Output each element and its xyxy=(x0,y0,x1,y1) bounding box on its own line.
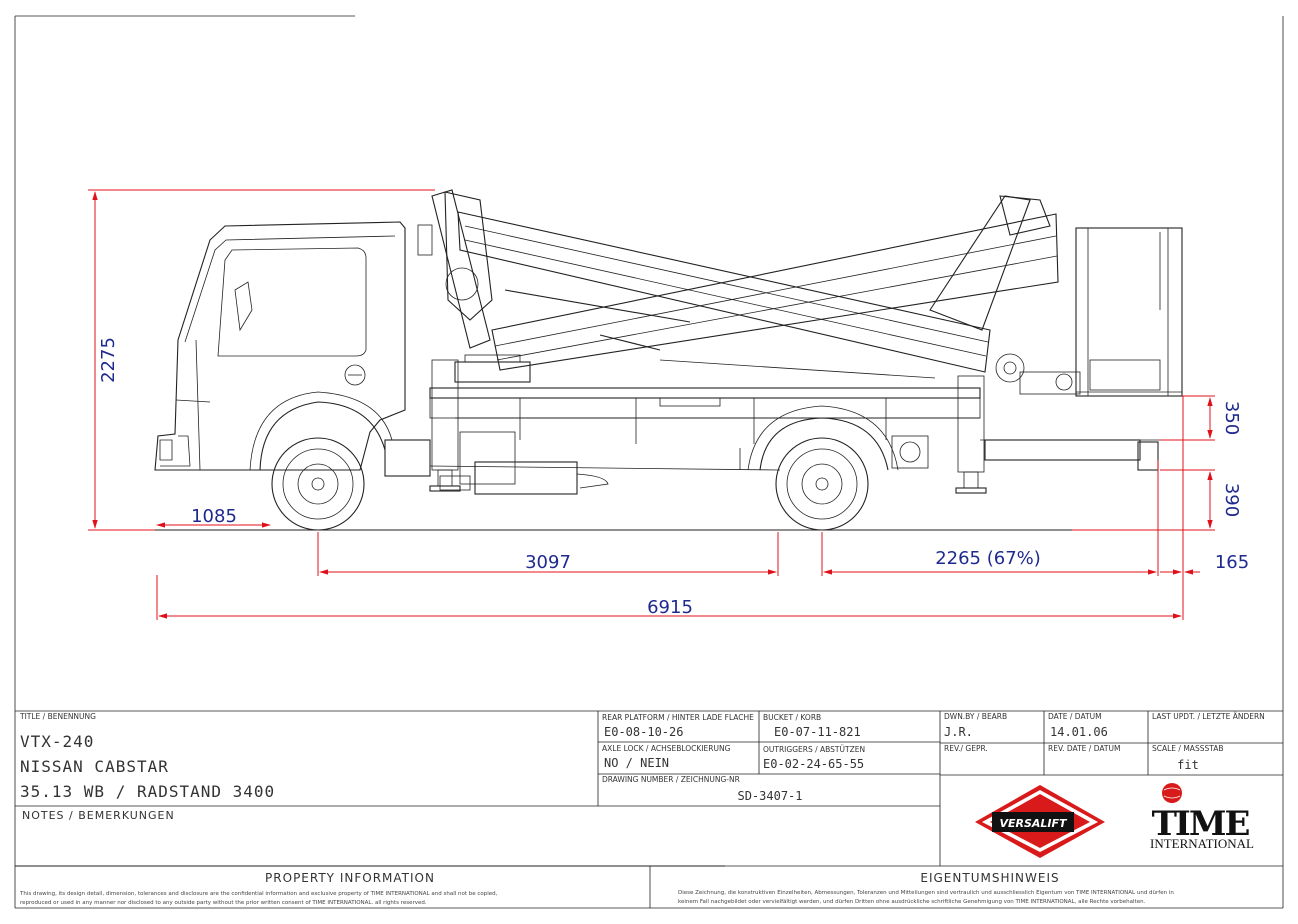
axle-lock-label: AXLE LOCK / ACHSEBLOCKIERUNG xyxy=(602,744,731,753)
front-wheel xyxy=(271,437,365,531)
rear-platform-label: REAR PLATFORM / HINTER LADE FLACHE xyxy=(602,713,754,722)
title-label: TITLE / BENENNUNG xyxy=(19,712,96,721)
rev-label: REV./ GEPR. xyxy=(944,744,988,753)
outrigger-rear xyxy=(955,375,987,494)
dimension-lines xyxy=(88,189,1215,620)
date-label: DATE / DATUM xyxy=(1048,712,1102,721)
dim-wheelbase: 3097 xyxy=(525,552,571,573)
dim-front-overhang: 1085 xyxy=(191,506,237,527)
eigentum-header: EIGENTUMSHINWEIS xyxy=(920,871,1059,885)
outriggers-label: OUTRIGGERS / ABSTÜTZEN xyxy=(763,745,865,754)
time-logo-sub: INTERNATIONAL xyxy=(1150,836,1254,851)
rear-platform-value: E0-08-10-26 xyxy=(604,725,683,739)
dim-rear-extra: 165 xyxy=(1215,552,1249,573)
title-line-1: VTX-240 xyxy=(20,732,94,751)
vehicle-drawing xyxy=(154,189,1190,531)
axle-lock-value: NO / NEIN xyxy=(604,756,669,770)
title-line-2: NISSAN CABSTAR xyxy=(20,757,169,776)
notes-label: NOTES / BEMERKUNGEN xyxy=(22,809,175,822)
dim-height-total: 2275 xyxy=(98,337,119,383)
versalift-logo-text: VERSALIFT xyxy=(999,817,1068,830)
time-international-logo: TIME INTERNATIONAL xyxy=(1150,783,1254,851)
scale-value: fit xyxy=(1177,758,1199,772)
property-header: PROPERTY INFORMATION xyxy=(265,871,435,885)
rev-date-label: REV. DATE / DATUM xyxy=(1048,744,1120,753)
bucket-label: BUCKET / KORB xyxy=(763,713,821,722)
drawn-by-label: DWN.BY / BEARB xyxy=(944,712,1007,721)
truck-cab xyxy=(154,221,406,471)
dim-overall-length: 6915 xyxy=(647,597,693,618)
aerial-lift-boom xyxy=(417,189,1081,395)
rear-wheel xyxy=(747,405,899,531)
drawing-number-label: DRAWING NUMBER / ZEICHNUNG-NR xyxy=(602,775,740,784)
work-bucket xyxy=(1075,227,1183,397)
last-update-label: LAST UPDT. / LETZTE ÄNDERN xyxy=(1152,712,1265,721)
title-line-3: 35.13 WB / RADSTAND 3400 xyxy=(20,782,275,801)
eigentum-text-1: Diese Zeichnung, die konstruktiven Einze… xyxy=(678,890,1174,896)
dim-rear-overhang: 2265 (67%) xyxy=(935,548,1041,569)
bucket-value: E0-07-11-821 xyxy=(774,725,861,739)
outrigger-front xyxy=(429,359,461,492)
drawing-number-value: SD-3407-1 xyxy=(737,789,802,803)
time-logo-word: TIME xyxy=(1152,804,1250,844)
property-text-1: This drawing, its design detail, dimensi… xyxy=(19,891,498,897)
truck-chassis xyxy=(384,387,1190,495)
date-value: 14.01.06 xyxy=(1050,725,1108,739)
title-block: TITLE / BENENNUNG VTX-240 NISSAN CABSTAR… xyxy=(15,710,1283,908)
outriggers-value: E0-02-24-65-55 xyxy=(763,757,864,771)
property-text-2: reproduced or used in any manner nor dis… xyxy=(20,900,427,906)
drawn-by-value: J.R. xyxy=(944,725,973,739)
dimension-labels: 2275 1085 3097 2265 (67%) 165 6915 350 3… xyxy=(98,337,1249,618)
dim-floor-height: 390 xyxy=(1221,483,1242,517)
versalift-logo: VERSALIFT xyxy=(975,785,1105,858)
sheet-border xyxy=(14,15,1284,909)
eigentum-text-2: keinem Fall nachgebildet oder vervielfäl… xyxy=(678,899,1146,905)
scale-label: SCALE / MASSSTAB xyxy=(1152,744,1224,753)
dim-platform-height: 350 xyxy=(1221,401,1242,435)
